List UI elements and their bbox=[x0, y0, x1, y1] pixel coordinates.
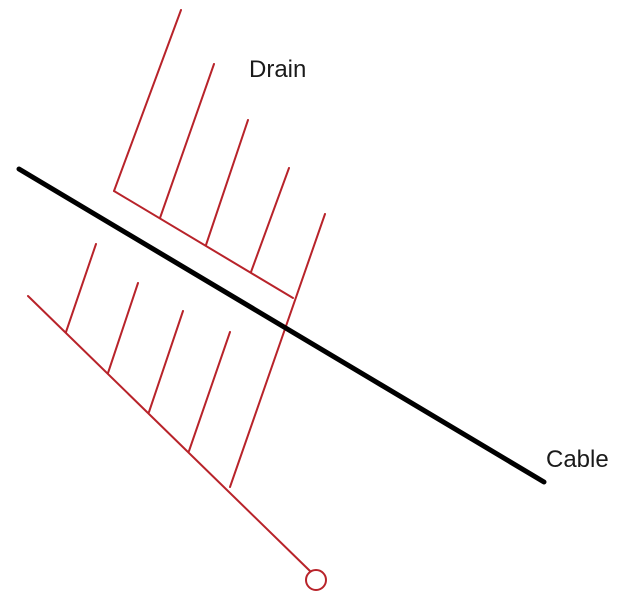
cable-label: Cable bbox=[546, 446, 609, 473]
upper-drain-lateral bbox=[205, 119, 249, 246]
upper-drain-lateral bbox=[250, 167, 290, 273]
lower-drain-lateral bbox=[148, 310, 184, 413]
lower-drain-header bbox=[27, 295, 311, 572]
lower-drain-lateral bbox=[107, 282, 139, 374]
cable-line bbox=[16, 166, 547, 485]
upper-drain-group bbox=[113, 9, 294, 299]
drain-label: Drain bbox=[249, 56, 306, 83]
lower-drain-lateral bbox=[188, 331, 231, 452]
lower-drain-lateral bbox=[65, 243, 97, 333]
upper-drain-lateral bbox=[113, 9, 182, 192]
circle-outlet-icon bbox=[305, 569, 327, 591]
upper-drain-header bbox=[113, 190, 294, 299]
main-drain-line bbox=[229, 213, 326, 488]
lower-drain-group bbox=[27, 213, 326, 572]
upper-drain-lateral bbox=[159, 63, 215, 219]
